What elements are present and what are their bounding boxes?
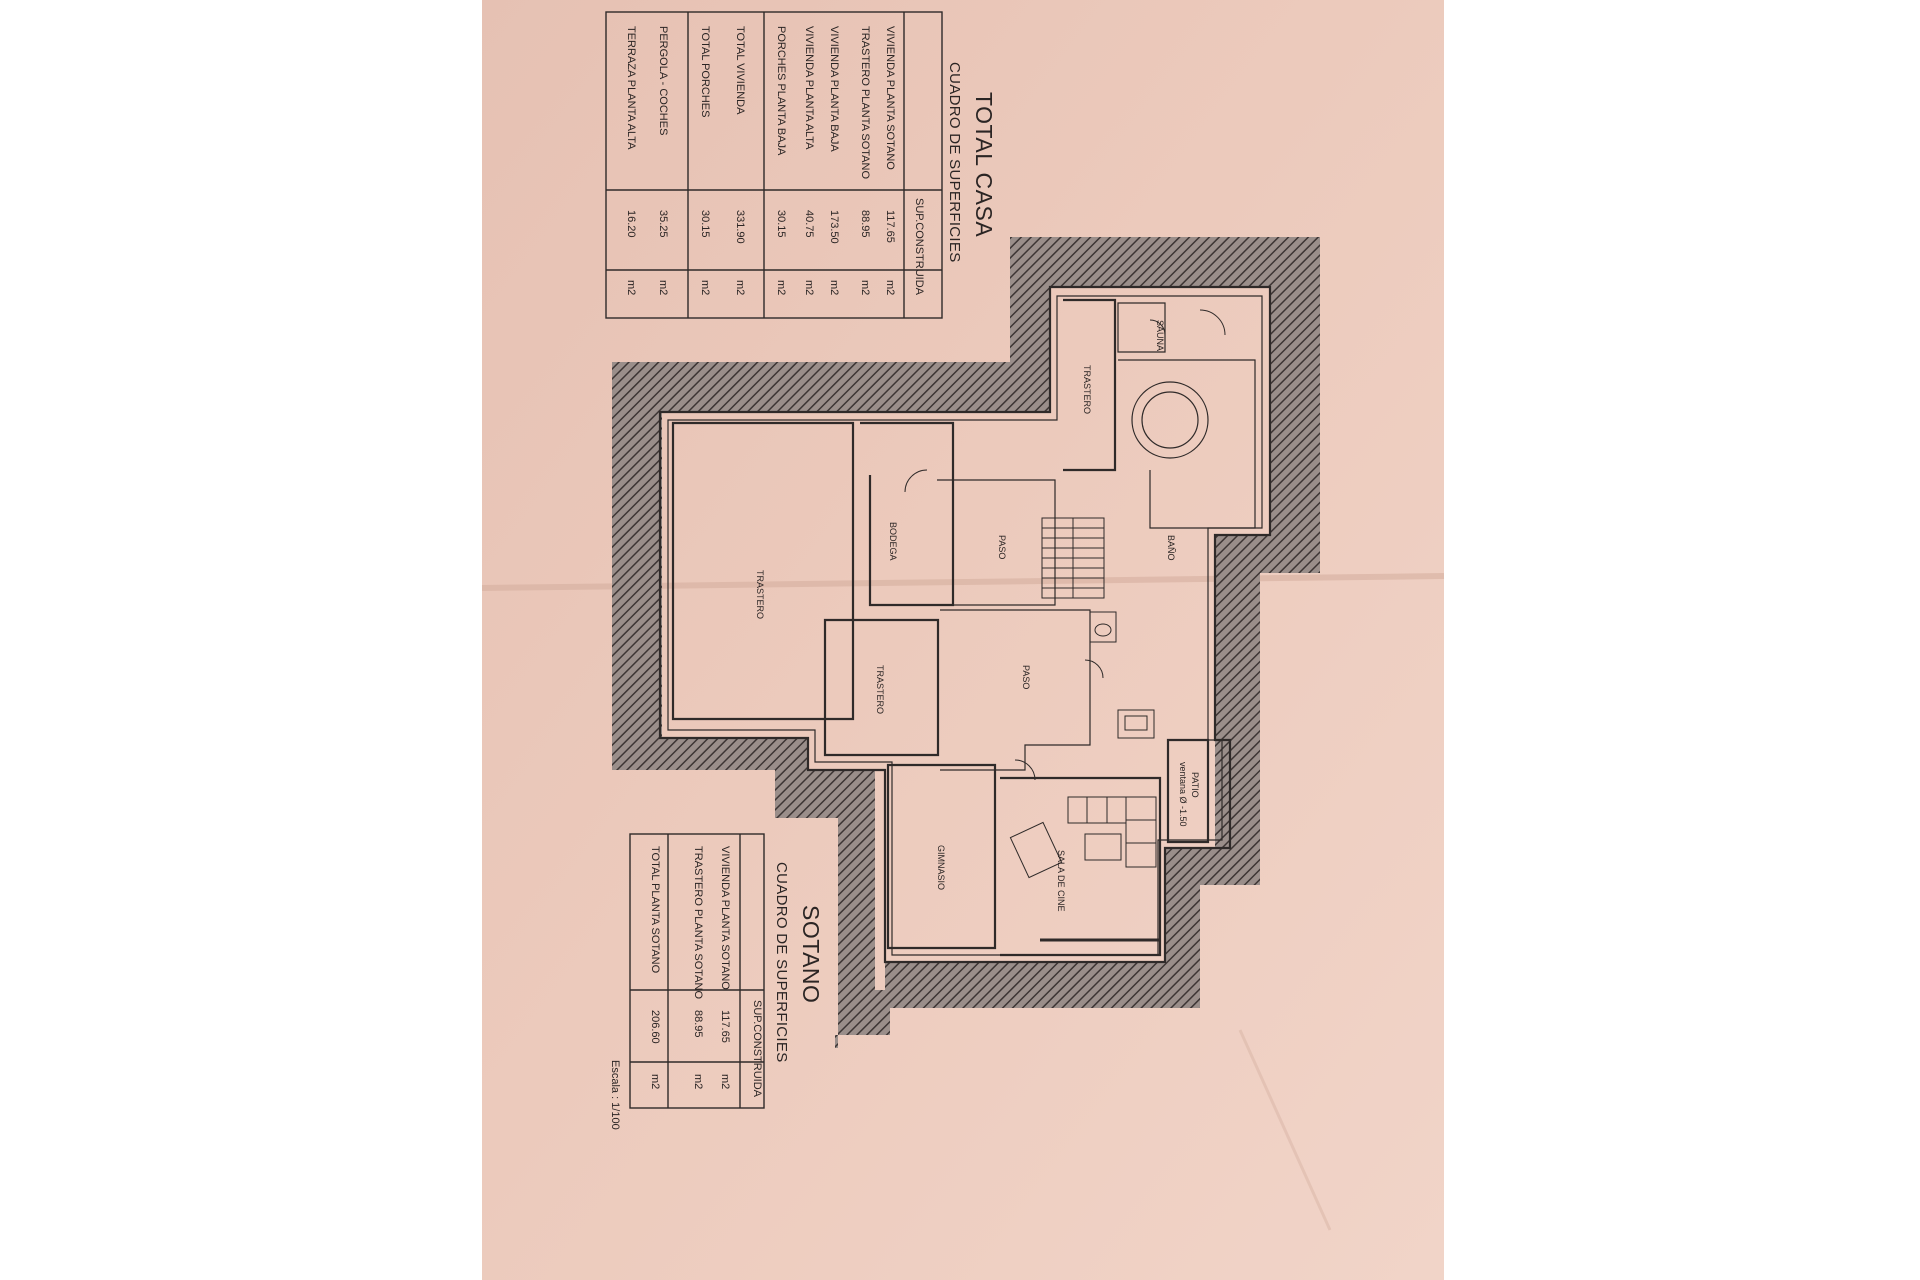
sotano-block: SOTANO CUADRO DE SUPERFICIES SUP.CONSTRU… — [629, 833, 824, 1109]
hot-tub-inner — [1141, 391, 1199, 449]
outer-wall — [658, 285, 1272, 964]
toilet-fixture — [1089, 611, 1155, 739]
door-arcs — [904, 309, 1226, 781]
partition-trastero-mid — [823, 618, 940, 757]
total-casa-row-unit: m2 — [803, 280, 815, 295]
partition-paso-lower — [940, 609, 1091, 771]
total-casa-row-label: TRASTERO PLANTA SOTANO — [859, 26, 871, 179]
room-label-ventana: ventana Ø -1.50 — [1178, 762, 1188, 827]
total-casa-row-value: 40.75 — [803, 210, 815, 238]
scale-note: Escala : 1/100 — [609, 1060, 621, 1130]
room-label-sala-cine: SALA DE CINE — [1056, 850, 1066, 912]
cinema-furniture — [1009, 796, 1160, 942]
total-casa-row-label: VIVIENDA PLANTA SOTANO — [884, 26, 896, 170]
total-casa-row-unit: m2 — [657, 280, 669, 295]
room-label-sauna: SAUNA — [1155, 320, 1165, 351]
floor-plan: SAUNA TRASTERO BAÑO BODEGA PASO TRASTERO… — [612, 237, 1320, 1048]
total-casa-row-label: TERRAZA PLANTA ALTA — [625, 26, 637, 150]
sotano-row-unit: m2 — [719, 1074, 731, 1089]
inner-wall — [667, 295, 1263, 956]
room-label-gimnasio: GIMNASIO — [936, 845, 946, 890]
hot-tub — [1131, 381, 1209, 459]
sotano-title: SOTANO — [798, 905, 824, 1003]
partition-trastero-top — [1063, 298, 1117, 472]
total-casa-row-label: VIVIENDA PLANTA ALTA — [803, 26, 815, 150]
hatched-wall-band — [612, 237, 1320, 1048]
total-casa-row-unit: m2 — [884, 280, 896, 295]
partition-trastero-large — [671, 421, 855, 721]
sotano-row-unit: m2 — [692, 1074, 704, 1089]
partition-paso-upper — [937, 479, 1056, 606]
total-casa-row-unit: m2 — [859, 280, 871, 295]
sotano-row-value: 88.95 — [692, 1010, 704, 1038]
sotano-row-label: TOTAL PLANTA SOTANO — [649, 846, 661, 974]
room-label-paso-lower: PASO — [1021, 665, 1031, 689]
sotano-row-value: 117.65 — [719, 1010, 731, 1043]
room-label-paso-upper: PASO — [997, 535, 1007, 559]
total-casa-title: TOTAL CASA — [971, 92, 997, 237]
total-casa-row-value: 117.65 — [884, 210, 896, 243]
total-casa-row-value: 173.50 — [828, 210, 840, 244]
partition-bano — [1118, 359, 1256, 529]
partition-patio — [1166, 738, 1210, 844]
sotano-row-value: 206.60 — [649, 1010, 661, 1044]
room-label-trastero-large: TRASTERO — [755, 570, 765, 619]
total-casa-subtitle: CUADRO DE SUPERFICIES — [946, 62, 963, 263]
total-casa-row-value: 30.15 — [775, 210, 787, 238]
room-label-trastero-mid: TRASTERO — [875, 665, 885, 714]
sotano-table-frame — [629, 833, 765, 1109]
room-label-bano: BAÑO — [1166, 535, 1176, 561]
total-casa-row-label: TOTAL VIVIENDA — [734, 26, 746, 115]
room-label-bodega: BODEGA — [888, 522, 898, 561]
total-casa-row-unit: m2 — [699, 280, 711, 295]
total-casa-row-label: PORCHES PLANTA BAJA — [775, 26, 787, 156]
partition-sauna — [1117, 302, 1166, 353]
total-casa-row-unit: m2 — [775, 280, 787, 295]
partition-sala-cine — [1000, 776, 1162, 957]
total-casa-row-value: 331.90 — [734, 210, 746, 244]
sotano-row-label: VIVIENDA PLANTA SOTANO — [719, 846, 731, 990]
total-casa-table-frame — [605, 11, 943, 319]
sotano-row-label: TRASTERO PLANTA SOTANO — [692, 846, 704, 999]
total-casa-row-label: VIVIENDA PLANTA BAJA — [828, 26, 840, 152]
total-casa-row-value: 35.25 — [657, 210, 669, 238]
total-casa-row-unit: m2 — [734, 280, 746, 295]
sotano-column-header: SUP.CONSTRUIDA — [751, 1000, 763, 1098]
room-label-trastero-top: TRASTERO — [1082, 365, 1092, 414]
total-casa-row-label: PERGOLA - COCHES — [657, 26, 669, 135]
total-casa-row-label: TOTAL PORCHES — [699, 26, 711, 117]
total-casa-row-unit: m2 — [828, 280, 840, 295]
partition-gimnasio — [886, 763, 997, 950]
sotano-subtitle: CUADRO DE SUPERFICIES — [773, 862, 790, 1063]
total-casa-row-unit: m2 — [625, 280, 637, 295]
paper-crease — [1238, 1029, 1332, 1231]
sotano-row-unit: m2 — [649, 1074, 661, 1089]
total-casa-block: TOTAL CASA CUADRO DE SUPERFICIES SUP.CON… — [605, 11, 997, 319]
total-casa-row-value: 16.20 — [625, 210, 637, 238]
total-casa-row-value: 88.95 — [859, 210, 871, 238]
total-casa-row-value: 30.15 — [699, 210, 711, 238]
room-label-patio: PATIO — [1190, 772, 1200, 798]
staircase — [1041, 517, 1105, 599]
total-casa-column-header: SUP.CONSTRUIDA — [913, 198, 925, 296]
